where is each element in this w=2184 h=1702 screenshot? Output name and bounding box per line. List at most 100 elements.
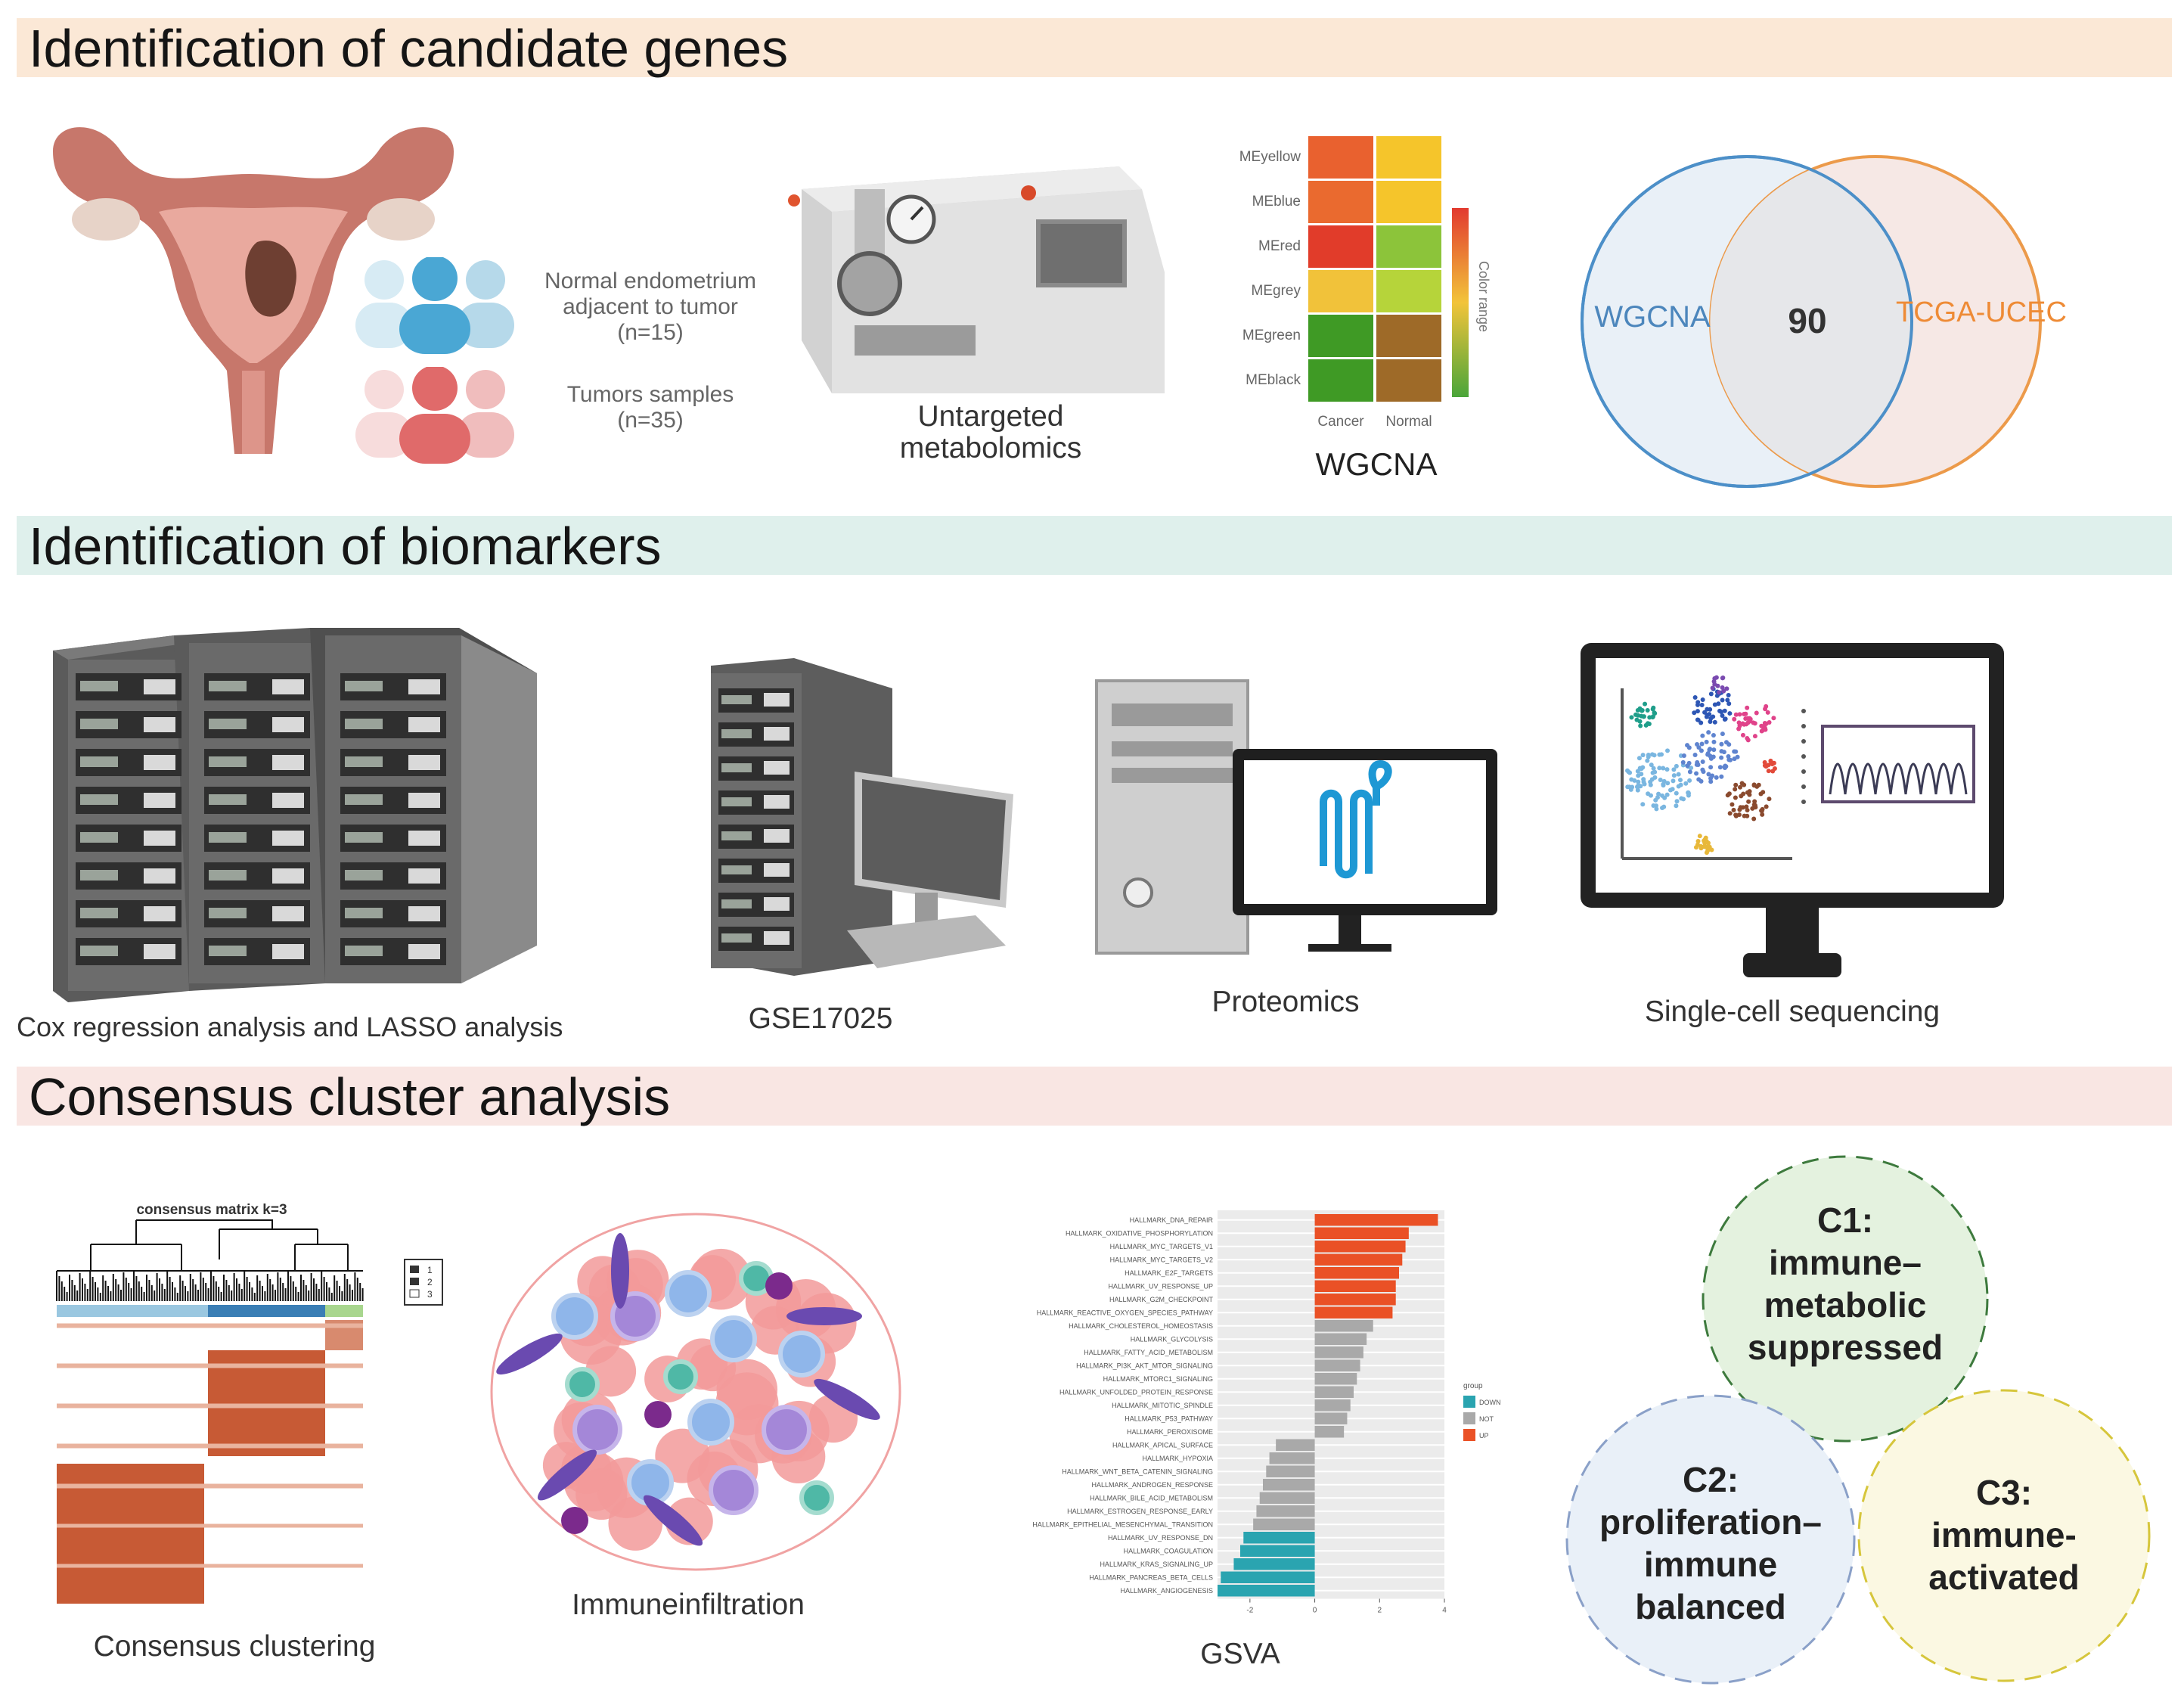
gsva-bar xyxy=(1256,1505,1315,1517)
gsva-bar xyxy=(1314,1426,1345,1438)
gsva-pathway-label: HALLMARK_MYC_TARGETS_V1 xyxy=(1110,1243,1213,1250)
venn-left-label: WGCNA xyxy=(1594,300,1711,334)
gsva-pathway-label: HALLMARK_ANGIOGENESIS xyxy=(1120,1587,1213,1595)
consensus-matrix-title: consensus matrix k=3 xyxy=(136,1202,287,1218)
gsva-legend-label: DOWN xyxy=(1479,1399,1501,1406)
cluster-c1-label: C1: immune– metabolic suppressed xyxy=(1747,1200,1944,1367)
gsva-caption: GSVA xyxy=(1200,1638,1280,1670)
gse17025-caption: GSE17025 xyxy=(748,1002,893,1035)
gsva-pathway-label: HALLMARK_UNFOLDED_PROTEIN_RESPONSE xyxy=(1059,1388,1213,1396)
gsva-bar xyxy=(1233,1558,1315,1570)
section-band-consensus: Consensus cluster analysis xyxy=(17,1067,2172,1126)
cluster-c3-label: C3: immune- activated xyxy=(1928,1473,2080,1597)
gsva-pathway-label: HALLMARK_PEROXISOME xyxy=(1127,1428,1213,1436)
gsva-legend-swatch xyxy=(1463,1396,1475,1408)
section-band-biomarkers: Identification of biomarkers xyxy=(17,516,2172,575)
cluster-c2-circle xyxy=(1565,1394,1856,1685)
proteomics-computer-icon xyxy=(1095,679,1497,955)
gsva-bar xyxy=(1314,1214,1438,1226)
venn-diagram: WGCNA TCGA-UCEC 90 xyxy=(1581,155,2067,488)
gsva-bar xyxy=(1314,1267,1399,1279)
gsva-legend-swatch xyxy=(1463,1429,1475,1441)
gsva-bar xyxy=(1314,1412,1348,1424)
consensus-matrix-plot: consensus matrix k=3 1 2 3 xyxy=(56,1202,443,1607)
gsva-pathway-label: HALLMARK_OXIDATIVE_PHOSPHORYLATION xyxy=(1066,1229,1213,1237)
gsva-bar xyxy=(1240,1545,1315,1557)
gsva-bar xyxy=(1314,1320,1373,1332)
gsva-bar-chart: HALLMARK_DNA_REPAIR HALLMARK_OXIDATIVE_PH… xyxy=(1032,1210,1501,1615)
section-title-candidate-genes: Identification of candidate genes xyxy=(29,19,789,78)
gsva-pathway-label: HALLMARK_MITOTIC_SPINDLE xyxy=(1112,1402,1213,1409)
wgcna-column-label: Normal xyxy=(1385,414,1432,430)
section-band-candidate-genes: Identification of candidate genes xyxy=(17,18,2172,77)
immune-infiltration-caption: Immuneinfiltration xyxy=(572,1589,805,1621)
wgcna-module-label: MEyellow xyxy=(1239,149,1301,165)
gsva-pathway-label: HALLMARK_ANDROGEN_RESPONSE xyxy=(1091,1481,1213,1489)
gsva-pathway-label: HALLMARK_REACTIVE_OXYGEN_SPECIES_PATHWAY xyxy=(1037,1309,1213,1316)
gsva-pathway-label: HALLMARK_UV_RESPONSE_UP xyxy=(1108,1282,1213,1290)
gsva-bar xyxy=(1314,1346,1363,1359)
single-cell-monitor-icon xyxy=(1581,643,2004,977)
tumor-sample-label: Tumors samples (n=35) xyxy=(566,382,734,433)
consensus-legend-item: 2 xyxy=(427,1277,433,1287)
gsva-pathway-label: HALLMARK_MTORC1_SIGNALING xyxy=(1103,1375,1213,1383)
gsva-pathway-label: HALLMARK_APICAL_SURFACE xyxy=(1112,1441,1213,1449)
gsva-x-tick: 2 xyxy=(1378,1607,1382,1615)
gsva-pathway-label: HALLMARK_CHOLESTEROL_HOMEOSTASIS xyxy=(1069,1322,1213,1330)
gsva-pathway-label: HALLMARK_KRAS_SIGNALING_UP xyxy=(1100,1561,1213,1568)
normal-sample-label: Normal endometrium adjacent to tumor (n=… xyxy=(544,269,757,345)
gsva-bar xyxy=(1269,1452,1315,1464)
immune-infiltration-illustration xyxy=(490,1213,901,1571)
gsva-bar xyxy=(1314,1227,1409,1239)
gsva-pathway-label: HALLMARK_G2M_CHECKPOINT xyxy=(1109,1296,1214,1303)
gsva-pathway-label: HALLMARK_DNA_REPAIR xyxy=(1130,1216,1214,1224)
wgcna-module-label: MEred xyxy=(1258,238,1301,254)
cluster-c2-label: C2: proliferation– immune balanced xyxy=(1599,1460,1822,1626)
wgcna-heatmap: MEyellow MEblue MEred MEgrey MEgreen MEb… xyxy=(1239,136,1491,430)
cluster-c3-circle xyxy=(1857,1389,2151,1682)
gsva-pathway-label: HALLMARK_WNT_BETA_CATENIN_SIGNALING xyxy=(1062,1468,1213,1475)
gsva-legend-label: NOT xyxy=(1479,1415,1494,1423)
gsva-pathway-label: HALLMARK_GLYCOLYSIS xyxy=(1131,1335,1213,1343)
gsva-x-tick: -2 xyxy=(1246,1607,1253,1615)
section-title-biomarkers: Identification of biomarkers xyxy=(29,517,662,576)
wgcna-module-label: MEgreen xyxy=(1242,328,1301,343)
consensus-clustering-caption: Consensus clustering xyxy=(93,1630,376,1663)
gsva-bar xyxy=(1314,1399,1351,1412)
gsva-bar xyxy=(1314,1241,1406,1253)
wgcna-scale-label: Color range xyxy=(1476,261,1491,332)
gsva-bar xyxy=(1314,1359,1360,1371)
wgcna-caption: WGCNA xyxy=(1315,446,1438,482)
gsva-bar xyxy=(1314,1253,1403,1266)
venn-overlap-count: 90 xyxy=(1788,301,1826,340)
gsva-bar xyxy=(1266,1465,1315,1477)
cluster-circles xyxy=(1565,1155,2151,1685)
gsva-bar xyxy=(1314,1306,1393,1318)
gsva-legend-title: group xyxy=(1463,1382,1483,1390)
gsva-x-tick: 0 xyxy=(1313,1607,1317,1615)
gsva-pathway-label: HALLMARK_PANCREAS_BETA_CELLS xyxy=(1089,1573,1213,1581)
proteomics-caption: Proteomics xyxy=(1211,986,1360,1018)
gsva-pathway-label: HALLMARK_E2F_TARGETS xyxy=(1125,1269,1213,1277)
rack-bays xyxy=(76,673,446,965)
gsva-bar xyxy=(1218,1585,1315,1597)
gsva-bar xyxy=(1243,1532,1315,1544)
cox-lasso-caption: Cox regression analysis and LASSO analys… xyxy=(17,1011,563,1042)
gsva-legend-label: UP xyxy=(1479,1432,1489,1440)
wgcna-module-label: MEblack xyxy=(1246,372,1301,388)
gsva-bar xyxy=(1253,1518,1315,1530)
gsva-pathway-label: HALLMARK_MYC_TARGETS_V2 xyxy=(1110,1256,1213,1263)
gsva-bar xyxy=(1276,1439,1315,1451)
metabolomics-instrument-icon xyxy=(788,166,1165,393)
consensus-legend-item: 3 xyxy=(427,1289,433,1300)
gsva-pathway-label: HALLMARK_HYPOXIA xyxy=(1142,1455,1213,1462)
gsva-legend-swatch xyxy=(1463,1412,1475,1424)
gsva-bar xyxy=(1314,1373,1357,1385)
gsva-pathway-label: HALLMARK_COAGULATION xyxy=(1124,1547,1213,1554)
gsva-pathway-label: HALLMARK_BILE_ACID_METABOLISM xyxy=(1090,1494,1213,1502)
gsva-pathway-label: HALLMARK_FATTY_ACID_METABOLISM xyxy=(1084,1349,1213,1356)
gsva-bar xyxy=(1314,1280,1396,1292)
section-title-consensus: Consensus cluster analysis xyxy=(29,1067,671,1126)
wgcna-column-label: Cancer xyxy=(1317,414,1364,430)
consensus-legend-item: 1 xyxy=(427,1265,433,1275)
